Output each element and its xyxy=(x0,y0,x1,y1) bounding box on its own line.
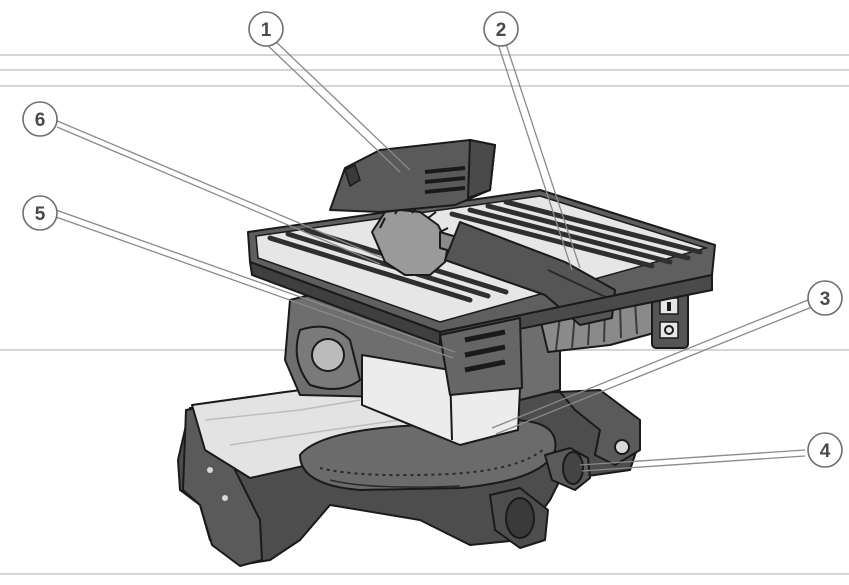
callout-4-label: 4 xyxy=(820,441,831,462)
callout-1-label: 1 xyxy=(261,20,272,41)
callout-2: 2 xyxy=(483,11,519,47)
leader-lines xyxy=(54,37,813,472)
callout-2-label: 2 xyxy=(496,20,507,41)
parallel-guide xyxy=(444,221,616,326)
callout-4: 4 xyxy=(807,432,843,468)
callout-5: 5 xyxy=(22,195,58,231)
callout-1: 1 xyxy=(248,11,284,47)
callout-6-label: 6 xyxy=(35,110,46,131)
background-rules xyxy=(0,54,849,575)
callout-3: 3 xyxy=(807,280,843,316)
callout-5-label: 5 xyxy=(35,204,46,225)
saw-illustration xyxy=(177,138,716,567)
callout-3-label: 3 xyxy=(820,289,831,310)
callout-6: 6 xyxy=(22,101,58,137)
table-support-column xyxy=(439,317,523,396)
